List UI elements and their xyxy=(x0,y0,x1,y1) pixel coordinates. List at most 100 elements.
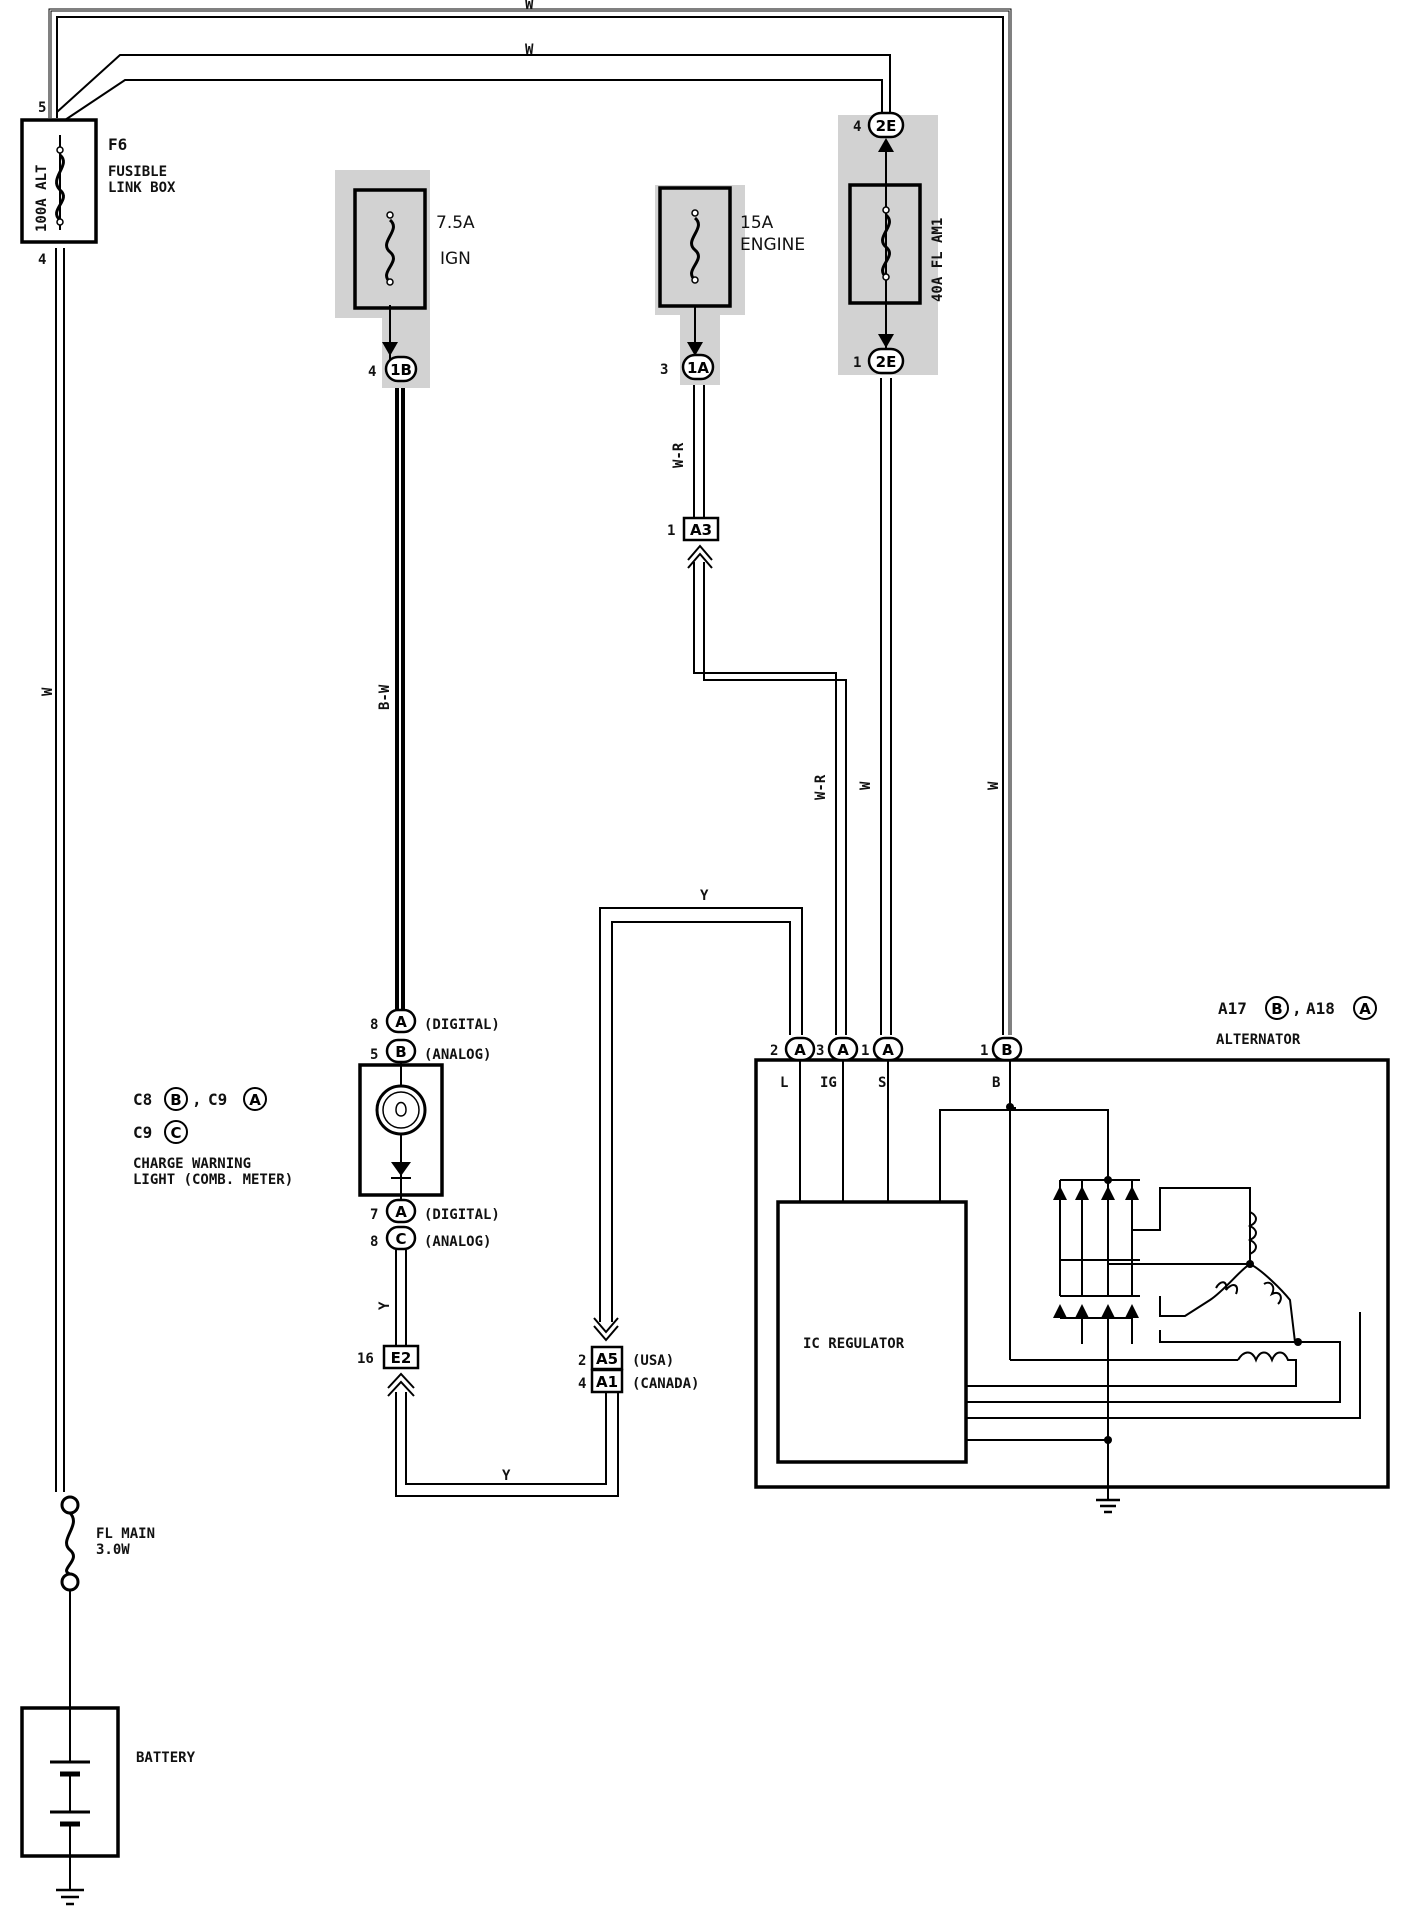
canada-label: (CANADA) xyxy=(632,1376,699,1392)
pin-4: 4 xyxy=(38,252,46,268)
alt-pin-3: 3 xyxy=(816,1043,824,1059)
terminal-l: L xyxy=(780,1075,788,1091)
connector-a5: A5 xyxy=(596,1350,618,1368)
wire-label-w-b: W xyxy=(986,781,1002,790)
svg-text:,: , xyxy=(192,1090,202,1109)
wire-label-w-left: W xyxy=(40,687,56,696)
alternator-label: ALTERNATOR xyxy=(1216,1032,1301,1048)
connector-a1-pin: 4 xyxy=(578,1376,586,1392)
wire-w-to-am1 xyxy=(56,54,891,121)
c8-connector: B xyxy=(170,1091,181,1109)
connector-a1: A1 xyxy=(596,1373,618,1391)
alt-connector-b: B xyxy=(1001,1041,1012,1059)
connector-a5-pin: 2 xyxy=(578,1353,586,1369)
wire-y-l xyxy=(599,907,803,1322)
pin-7: 7 xyxy=(370,1207,378,1223)
connector-a5-a1-group: A5 2 (USA) A1 4 (CANADA) xyxy=(578,1317,699,1394)
wire-label-y-top: Y xyxy=(700,888,709,904)
alternator-ground xyxy=(1096,1498,1120,1514)
wire-label-y-bottom: Y xyxy=(502,1468,511,1484)
fusible-label-1: FUSIBLE xyxy=(108,164,167,180)
connector-b-analog-top: B xyxy=(395,1043,406,1061)
engine-fuse-name: ENGINE xyxy=(740,235,805,255)
ign-fuse-name: IGN xyxy=(440,249,471,269)
c9b-label: C9 xyxy=(133,1123,152,1142)
charge-warning-label-2: LIGHT (COMB. METER) xyxy=(133,1172,293,1188)
a17-connector: B xyxy=(1271,1000,1282,1018)
alt-connector-s: A xyxy=(882,1041,894,1059)
battery: BATTERY xyxy=(20,1706,196,1906)
pin-5-light: 5 xyxy=(370,1047,378,1063)
analog-label-top: (ANALOG) xyxy=(424,1047,491,1063)
rectifier-diodes xyxy=(1053,1179,1140,1440)
charge-warning-label-1: CHARGE WARNING xyxy=(133,1156,251,1172)
connector-1b-pin: 4 xyxy=(368,364,376,380)
c9-connector-a: A xyxy=(249,1091,261,1109)
fl-main-label-2: 3.0W xyxy=(96,1542,130,1558)
fuse-am1: 40A FL AM1 2E 4 2E 1 xyxy=(838,111,946,375)
fuse-ign: 7.5A IGN 1B 4 xyxy=(335,170,475,388)
fl-main: FL MAIN 3.0W xyxy=(60,1495,155,1592)
digital-label-bottom: (DIGITAL) xyxy=(424,1207,500,1223)
connector-a-digital-top: A xyxy=(395,1013,407,1031)
a17-label: A17 xyxy=(1218,999,1247,1018)
c8-label: C8 xyxy=(133,1090,152,1109)
connector-e2-group: E2 16 xyxy=(357,1344,420,1397)
alternator: A 2 A 3 A 1 B 1 L IG S B IC REGULATOR xyxy=(754,996,1390,1514)
wires xyxy=(48,8,1012,1890)
a18-label: A18 xyxy=(1306,999,1335,1018)
fuse-engine: 15A ENGINE 1A 3 xyxy=(655,185,805,385)
connector-a-digital-bottom: A xyxy=(395,1203,407,1221)
battery-label: BATTERY xyxy=(136,1750,196,1766)
pin-8-top: 8 xyxy=(370,1017,378,1033)
charge-warning-light: A 8 (DIGITAL) B 5 (ANALOG) A 7 (DIGITAL)… xyxy=(133,1008,500,1251)
wire-wr-upper xyxy=(693,378,705,518)
wire-label-y-light: Y xyxy=(377,1301,393,1310)
am1-fuse-label: 40A FL AM1 xyxy=(930,218,946,302)
connector-2e-top-pin: 4 xyxy=(853,119,861,135)
engine-fuse-rating: 15A xyxy=(740,213,774,233)
connector-e2: E2 xyxy=(391,1349,412,1367)
fusible-link-rating: 100A ALT xyxy=(34,165,50,232)
wire-y-light-e2 xyxy=(395,1250,407,1345)
alt-connector-l: A xyxy=(794,1041,806,1059)
connector-c-analog-bottom: C xyxy=(395,1230,406,1248)
c9-label: C9 xyxy=(208,1090,227,1109)
wire-label-w-s: W xyxy=(858,781,874,790)
f6-label: F6 xyxy=(108,135,127,154)
alt-pin-1: 1 xyxy=(861,1043,869,1059)
svg-text:,: , xyxy=(1292,999,1302,1018)
fusible-label-2: LINK BOX xyxy=(108,180,176,196)
wire-w-top-to-alternator-b xyxy=(48,8,1012,1035)
connector-1b: 1B xyxy=(390,361,412,379)
connector-a3-pin: 1 xyxy=(667,523,675,539)
terminal-b: B xyxy=(992,1075,1000,1091)
usa-label: (USA) xyxy=(632,1353,674,1369)
wire-color-labels: W W W B-W W-R W-R W W Y Y Y xyxy=(40,0,1002,1484)
wire-label-wr-lower: W-R xyxy=(813,774,829,800)
wire-w-s xyxy=(880,378,892,1035)
wire-label-bw: B-W xyxy=(377,684,393,710)
terminal-ig: IG xyxy=(820,1075,837,1091)
connector-1a-pin: 3 xyxy=(660,362,668,378)
digital-label-top: (DIGITAL) xyxy=(424,1017,500,1033)
analog-label-bottom: (ANALOG) xyxy=(424,1234,491,1250)
wire-w-left-vertical xyxy=(55,248,65,1492)
ic-regulator-label: IC REGULATOR xyxy=(803,1336,905,1352)
alt-pin-2: 2 xyxy=(770,1043,778,1059)
alt-pin-1b: 1 xyxy=(980,1043,988,1059)
terminal-s: S xyxy=(878,1075,886,1091)
c9-connector-c: C xyxy=(170,1124,181,1142)
connector-e2-pin: 16 xyxy=(357,1351,374,1367)
wire-y-bottom-loop xyxy=(395,1392,619,1497)
alt-connector-ig: A xyxy=(837,1041,849,1059)
connector-a3-group: A3 1 xyxy=(667,516,720,569)
connector-2e-bottom-pin: 1 xyxy=(853,355,861,371)
connector-a3: A3 xyxy=(690,521,712,539)
a18-connector: A xyxy=(1359,1000,1371,1018)
connector-1a: 1A xyxy=(687,359,709,377)
pin-5: 5 xyxy=(38,100,46,116)
wire-label-w-second: W xyxy=(525,42,534,58)
field-coil xyxy=(966,1312,1361,1500)
